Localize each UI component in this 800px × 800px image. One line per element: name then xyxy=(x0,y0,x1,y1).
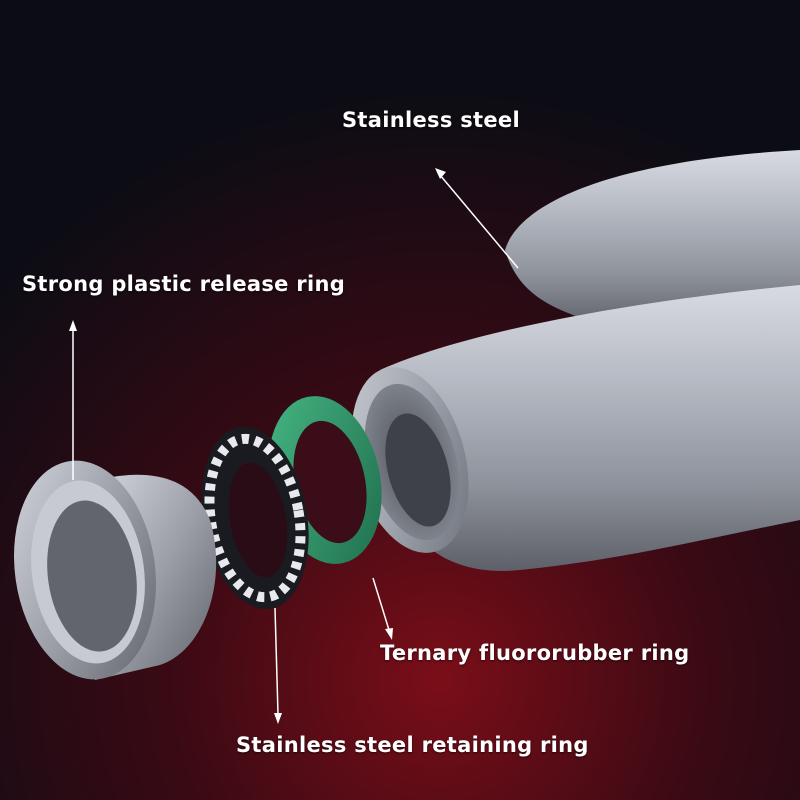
arrow-retaining-ring xyxy=(274,607,282,724)
annotation-arrows xyxy=(69,168,519,724)
arrow-release-ring xyxy=(69,320,77,480)
plastic-release-ring xyxy=(14,460,217,680)
label-retaining-ring: Stainless steel retaining ring xyxy=(236,733,589,757)
stainless-steel-tee-body xyxy=(351,150,800,571)
arrow-fluororubber-ring xyxy=(372,577,393,640)
label-stainless-steel: Stainless steel xyxy=(342,108,520,132)
label-fluororubber-ring: Ternary fluororubber ring xyxy=(380,641,690,665)
label-release-ring: Strong plastic release ring xyxy=(22,272,346,296)
stainless-steel-retaining-ring xyxy=(201,426,309,610)
arrow-stainless-steel xyxy=(435,168,519,269)
